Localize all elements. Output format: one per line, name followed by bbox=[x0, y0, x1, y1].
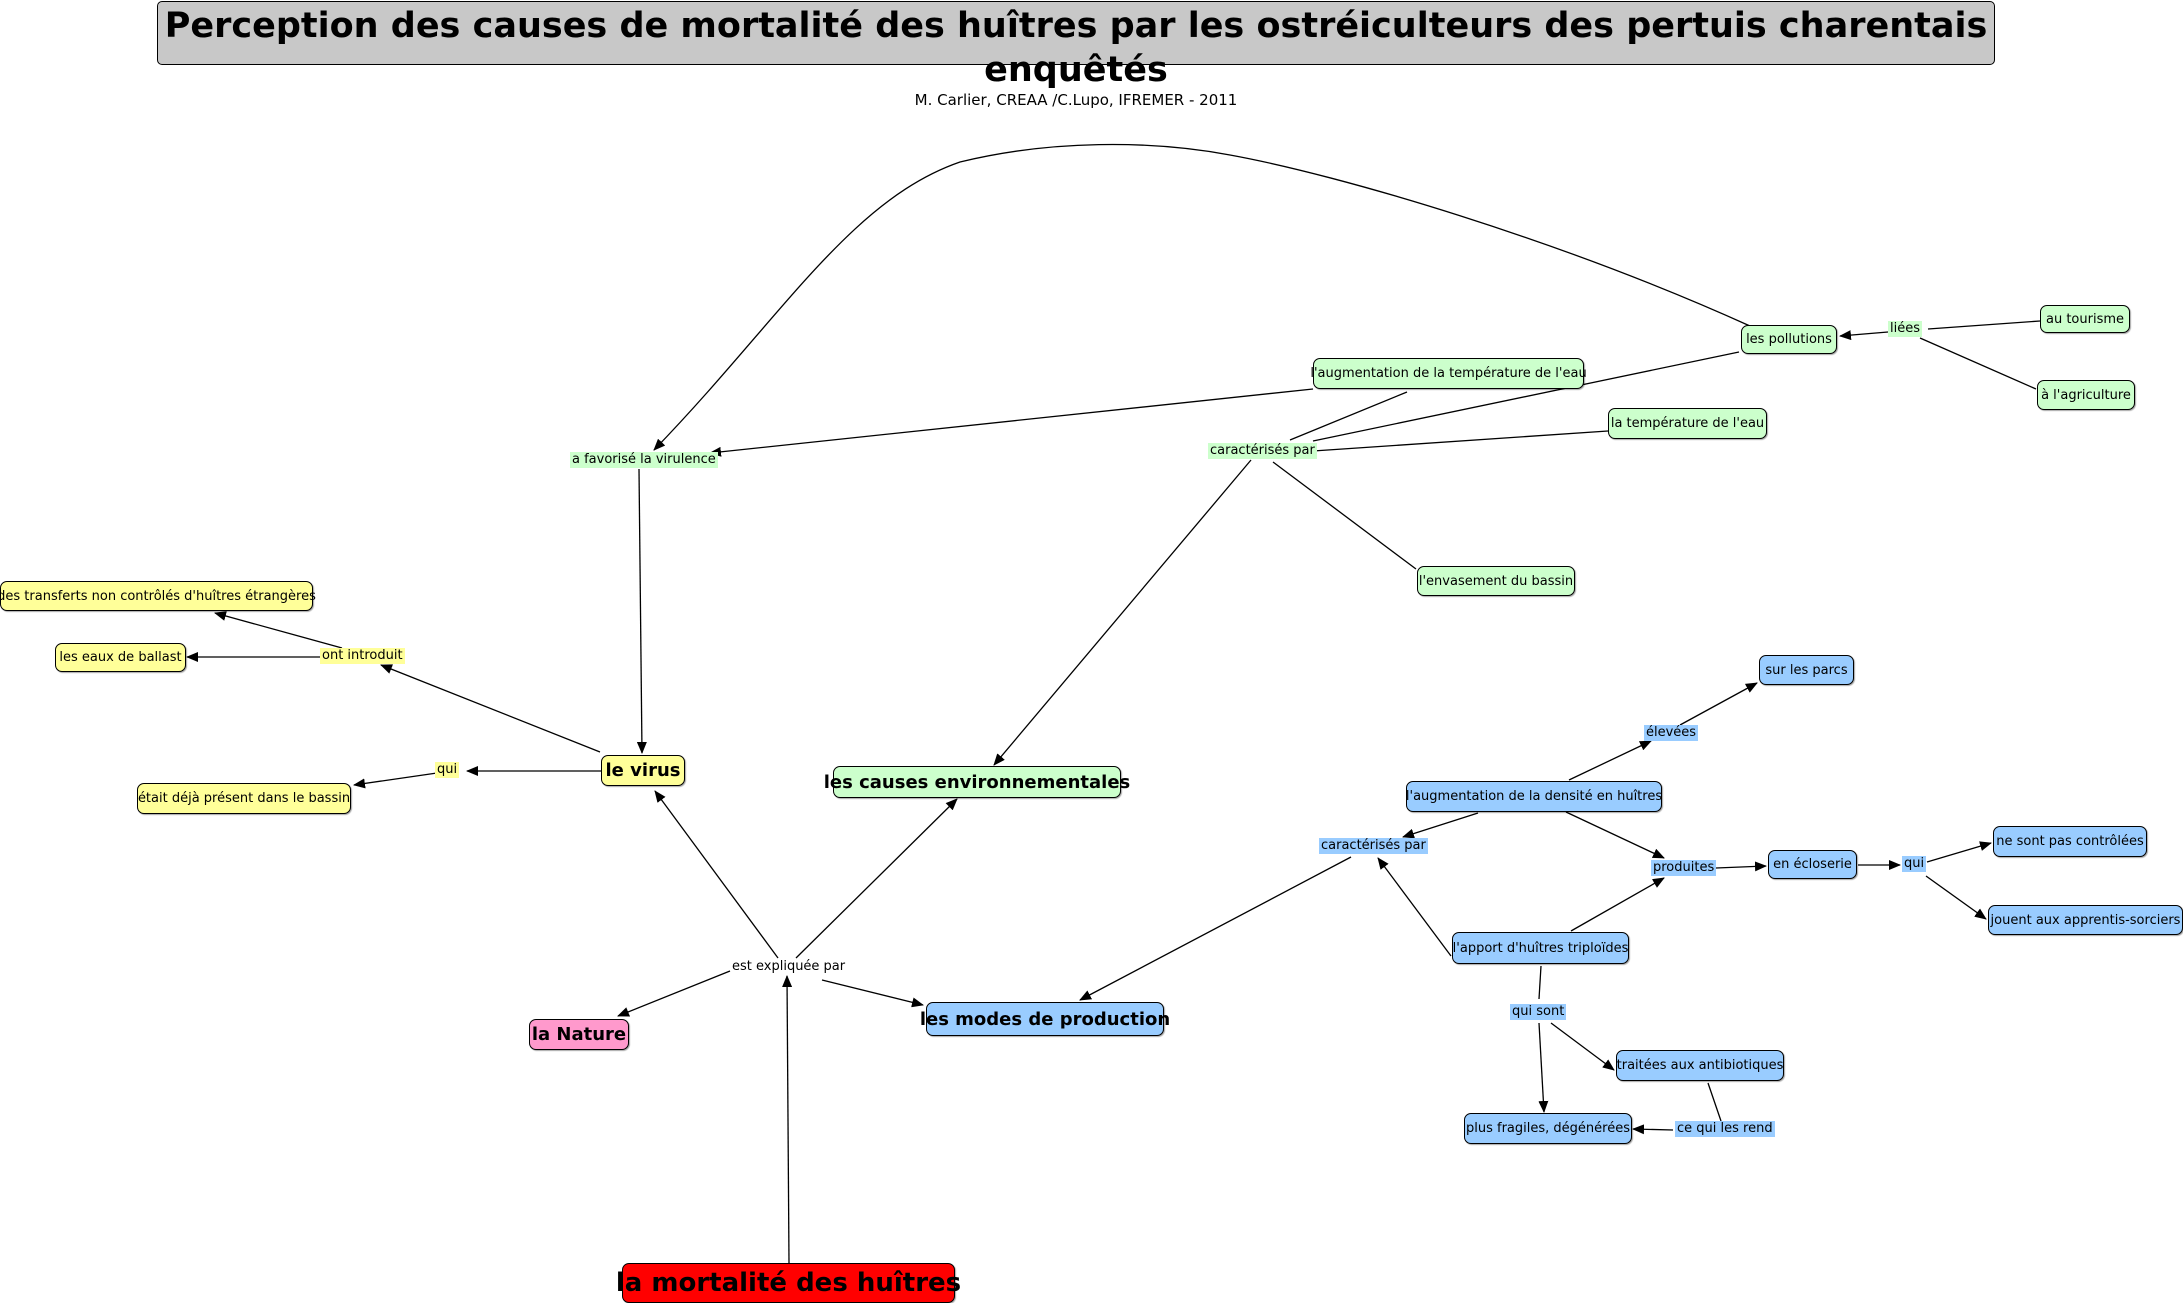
link-elevees-parcs bbox=[1679, 682, 1758, 726]
concept-agriculture[interactable]: à l'agriculture bbox=[2037, 380, 2135, 410]
link-tempeau-caract bbox=[1312, 430, 1609, 452]
title-box: Perception des causes de mortalité des h… bbox=[157, 1, 1995, 108]
label-liees: liées bbox=[1888, 321, 1922, 337]
label-elevees: élevées bbox=[1644, 725, 1699, 741]
concept-pollutions[interactable]: les pollutions bbox=[1741, 325, 1837, 354]
link-expliquee-virus bbox=[654, 790, 779, 959]
link-temp-caract bbox=[1289, 391, 1408, 441]
link-quisont-fragiles bbox=[1538, 1022, 1549, 1113]
link-quisont-antibio bbox=[1550, 1022, 1615, 1071]
concept-antibiotiques[interactable]: traitées aux antibiotiques bbox=[1616, 1050, 1784, 1081]
link-expliquee-nature bbox=[617, 970, 731, 1017]
link-favorise-virus bbox=[636, 468, 647, 754]
label-favorise: a favorisé la virulence bbox=[570, 452, 718, 468]
concept-virus[interactable]: le virus bbox=[601, 755, 685, 786]
concept-nature[interactable]: la Nature bbox=[529, 1019, 629, 1050]
link-triploides-produites bbox=[1570, 877, 1665, 932]
link-qui-nonctrl bbox=[1926, 841, 1992, 863]
label-produites: produites bbox=[1651, 860, 1717, 876]
page-subtitle: M. Carlier, CREAA /C.Lupo, IFREMER - 201… bbox=[914, 91, 1238, 109]
link-antibio-rend bbox=[1707, 1082, 1722, 1122]
label-qui-sont: qui sont bbox=[1510, 1004, 1567, 1020]
link-expliquee-env bbox=[795, 798, 958, 959]
link-qui-deja bbox=[353, 772, 438, 789]
link-tourisme-liees bbox=[1927, 320, 2041, 330]
label-caract-prod: caractérisés par bbox=[1319, 838, 1428, 854]
concept-augm-densite[interactable]: l'augmentation de la densité en huîtres bbox=[1406, 781, 1662, 812]
label-qui-virus: qui bbox=[435, 762, 460, 778]
link-pollutions-caract bbox=[1312, 351, 1740, 442]
concept-modes-prod[interactable]: les modes de production bbox=[920, 1002, 1170, 1036]
concept-parcs[interactable]: sur les parcs bbox=[1759, 655, 1854, 685]
link-liees-pollutions bbox=[1839, 330, 1889, 341]
link-temp-favorise bbox=[709, 388, 1314, 457]
link-envasement-caract bbox=[1272, 461, 1417, 570]
link-expliquee-modes bbox=[821, 979, 924, 1008]
label-expliquee: est expliquée par bbox=[732, 959, 846, 974]
concept-temp-eau[interactable]: la température de l'eau bbox=[1608, 408, 1767, 439]
link-densite-elevees bbox=[1568, 740, 1652, 781]
link-triploides-quisont bbox=[1538, 965, 1542, 1000]
link-qui-apprentis bbox=[1925, 875, 1987, 920]
concept-non-controlees[interactable]: ne sont pas contrôlées bbox=[1993, 826, 2147, 857]
link-mortalite-expliquee bbox=[782, 975, 793, 1264]
link-introduit-transferts bbox=[214, 611, 343, 649]
link-rend-fragiles bbox=[1632, 1124, 1674, 1135]
link-virus-introduit bbox=[380, 664, 601, 753]
concept-ballast[interactable]: les eaux de ballast bbox=[55, 643, 186, 672]
label-introduit: ont introduit bbox=[320, 648, 405, 664]
link-caract-modes bbox=[1079, 856, 1352, 1001]
concept-triploides[interactable]: l'apport d'huîtres triploïdes bbox=[1452, 932, 1629, 964]
concept-deja-present[interactable]: était déjà présent dans le bassin bbox=[137, 783, 351, 814]
link-triploides-caract bbox=[1377, 857, 1452, 957]
concept-augm-temp[interactable]: l'augmentation de la température de l'ea… bbox=[1310, 358, 1587, 389]
label-qui-prod: qui bbox=[1902, 856, 1927, 872]
concept-fragiles[interactable]: plus fragiles, dégénérées bbox=[1464, 1113, 1632, 1144]
concept-causes-env[interactable]: les causes environnementales bbox=[824, 766, 1130, 798]
label-rend: ce qui les rend bbox=[1675, 1121, 1775, 1137]
link-produites-ecloserie bbox=[1715, 861, 1767, 872]
concept-ecloserie[interactable]: en écloserie bbox=[1768, 850, 1857, 879]
concept-tourisme[interactable]: au tourisme bbox=[2040, 305, 2130, 333]
link-densite-caract bbox=[1402, 812, 1479, 839]
link-pollutions-favorise bbox=[653, 143, 1751, 451]
concept-apprentis[interactable]: jouent aux apprentis-sorciers bbox=[1988, 905, 2183, 935]
link-densite-produites bbox=[1565, 811, 1665, 859]
link-agriculture-liees bbox=[1919, 337, 2037, 390]
label-caract-env: caractérisés par bbox=[1208, 443, 1317, 459]
link-caract-env bbox=[993, 459, 1252, 766]
concept-mortalite[interactable]: la mortalité des huîtres bbox=[616, 1263, 961, 1303]
concept-envasement[interactable]: l'envasement du bassin bbox=[1417, 566, 1575, 596]
concept-transferts[interactable]: des transferts non contrôlés d'huîtres é… bbox=[0, 581, 316, 611]
page-title: Perception des causes de mortalité des h… bbox=[164, 6, 1988, 90]
